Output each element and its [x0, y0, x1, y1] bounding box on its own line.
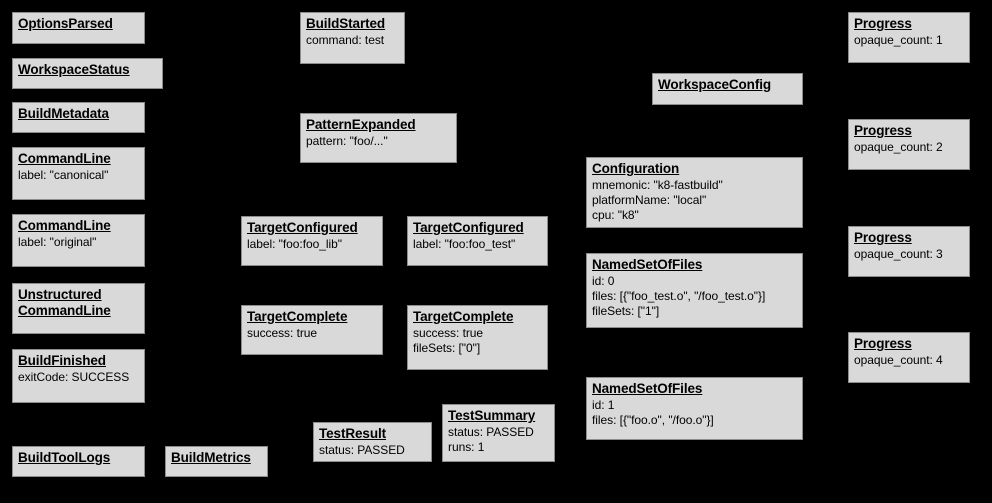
node-title: TestSummary [448, 408, 536, 423]
node-title: BuildMetadata [18, 106, 109, 121]
node-title: Progress [854, 16, 912, 31]
node-fields: success: true fileSets: ["0"] [413, 326, 484, 356]
node-fields: opaque_count: 1 [854, 33, 943, 48]
node-configuration[interactable]: Configuration mnemonic: "k8-fastbuild" pl… [586, 157, 803, 228]
node-progress-3[interactable]: Progress opaque_count: 3 [848, 226, 970, 277]
node-fields: id: 0 files: [{"foo_test.o", "/foo_test.… [592, 274, 766, 318]
node-title: TestResult [319, 426, 387, 441]
node-unstructured-command-line[interactable]: Unstructured CommandLine [12, 283, 145, 334]
node-fields: mnemonic: "k8-fastbuild" platformName: "… [592, 178, 723, 222]
node-fields: pattern: "foo/..." [306, 134, 388, 149]
node-fields: command: test [306, 33, 385, 48]
node-title: TargetComplete [413, 309, 514, 324]
node-title: WorkspaceConfig [658, 77, 772, 92]
node-progress-2[interactable]: Progress opaque_count: 2 [848, 119, 970, 170]
node-title: CommandLine [18, 218, 111, 233]
node-options-parsed[interactable]: OptionsParsed [12, 12, 145, 44]
node-test-result[interactable]: TestResult status: PASSED [313, 422, 432, 462]
node-title: Configuration [592, 161, 680, 176]
node-workspace-config[interactable]: WorkspaceConfig [652, 73, 803, 105]
node-title: Progress [854, 336, 912, 351]
node-fields: label: "foo:foo_lib" [247, 237, 342, 252]
node-workspace-status[interactable]: WorkspaceStatus [12, 58, 163, 89]
node-fields: id: 1 files: [{"foo.o", "/foo.o"}] [592, 398, 714, 428]
node-title: OptionsParsed [18, 16, 113, 31]
node-title: TargetComplete [247, 309, 348, 324]
node-title: BuildMetrics [171, 450, 251, 465]
node-target-configured-test[interactable]: TargetConfigured label: "foo:foo_test" [407, 216, 548, 266]
node-build-metrics[interactable]: BuildMetrics [165, 446, 268, 477]
node-title: NamedSetOfFiles [592, 381, 703, 396]
node-title: TargetConfigured [413, 220, 524, 235]
node-title: Unstructured CommandLine [18, 287, 111, 319]
node-build-finished[interactable]: BuildFinished exitCode: SUCCESS [12, 349, 145, 403]
node-title: BuildFinished [18, 353, 106, 368]
node-fields: opaque_count: 4 [854, 353, 943, 368]
node-target-complete-test[interactable]: TargetComplete success: true fileSets: ["… [407, 305, 548, 370]
node-target-complete-lib[interactable]: TargetComplete success: true [241, 305, 383, 355]
node-build-started[interactable]: BuildStarted command: test [300, 12, 405, 64]
node-fields: status: PASSED [319, 443, 405, 458]
node-progress-1[interactable]: Progress opaque_count: 1 [848, 12, 970, 63]
node-build-metadata[interactable]: BuildMetadata [12, 102, 145, 133]
node-title: Progress [854, 230, 912, 245]
node-fields: label: "foo:foo_test" [413, 237, 516, 252]
node-title: WorkspaceStatus [18, 62, 130, 77]
node-target-configured-lib[interactable]: TargetConfigured label: "foo:foo_lib" [241, 216, 383, 266]
node-fields: exitCode: SUCCESS [18, 370, 130, 385]
node-fields: opaque_count: 3 [854, 247, 943, 262]
node-fields: status: PASSED runs: 1 [448, 425, 534, 455]
node-command-line-original[interactable]: CommandLine label: "original" [12, 214, 145, 267]
node-title: Progress [854, 123, 912, 138]
node-fields: opaque_count: 2 [854, 140, 943, 155]
node-fields: success: true [247, 326, 318, 341]
node-title: CommandLine [18, 151, 111, 166]
node-named-set-of-files-0[interactable]: NamedSetOfFiles id: 0 files: [{"foo_test.… [586, 253, 803, 328]
node-command-line-canonical[interactable]: CommandLine label: "canonical" [12, 147, 145, 200]
node-pattern-expanded[interactable]: PatternExpanded pattern: "foo/..." [300, 113, 457, 163]
node-named-set-of-files-1[interactable]: NamedSetOfFiles id: 1 files: [{"foo.o", "… [586, 377, 803, 440]
node-title: NamedSetOfFiles [592, 257, 703, 272]
node-title: BuildStarted [306, 16, 386, 31]
node-fields: label: "original" [18, 235, 97, 250]
node-fields: label: "canonical" [18, 168, 109, 183]
node-test-summary[interactable]: TestSummary status: PASSED runs: 1 [442, 404, 555, 462]
node-title: PatternExpanded [306, 117, 416, 132]
node-build-tool-logs[interactable]: BuildToolLogs [12, 446, 145, 477]
node-title: BuildToolLogs [18, 450, 111, 465]
node-title: TargetConfigured [247, 220, 358, 235]
node-progress-4[interactable]: Progress opaque_count: 4 [848, 332, 970, 383]
